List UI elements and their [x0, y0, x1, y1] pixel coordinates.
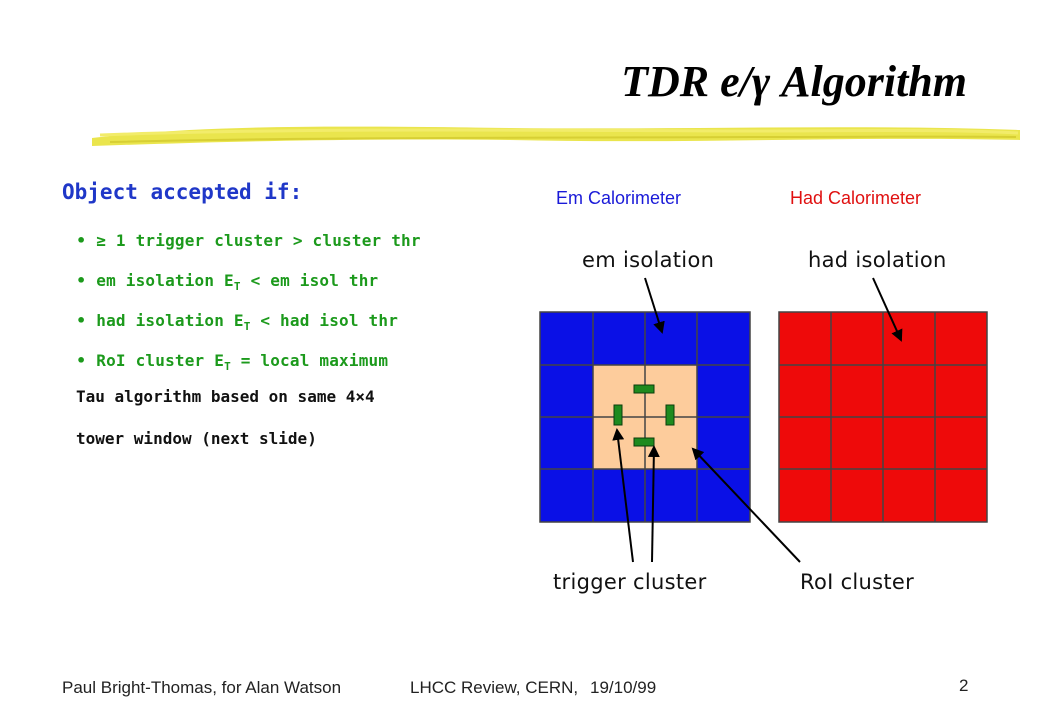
trigger-cluster-bottom [633, 437, 655, 447]
bullet-dot-icon: • [76, 351, 87, 370]
tau-note-line-1: Tau algorithm based on same 4×4 [76, 387, 375, 406]
list-item: •em isolation ET < em isol thr [76, 271, 379, 293]
list-item: •≥ 1 trigger cluster > cluster thr [76, 231, 421, 250]
list-item: •had isolation ET < had isol thr [76, 311, 399, 333]
title-underline-brush [92, 126, 1020, 146]
had-isolation-arrow [872, 277, 903, 342]
em-isolation-label: em isolation [582, 248, 715, 272]
trigger-cluster-left [613, 404, 623, 426]
em-calorimeter-grid [539, 311, 751, 523]
em-calorimeter-title: Em Calorimeter [556, 188, 682, 208]
bullet-dot-icon: • [76, 271, 87, 290]
list-item: •RoI cluster ET = local maximum [76, 351, 389, 373]
tau-note-line-2: tower window (next slide) [76, 429, 317, 448]
had-calorimeter-grid [778, 311, 988, 523]
trigger-cluster-right [665, 404, 675, 426]
footer-event: LHCC Review, CERN, [410, 678, 579, 697]
roi-cluster-arrow [691, 447, 801, 563]
em-isolation-arrow [644, 277, 665, 334]
trigger-cluster-label: trigger cluster [553, 570, 707, 594]
slide-title: TDR e/γ Algorithm [621, 57, 967, 106]
trigger-cluster-arrow-right [647, 445, 660, 563]
bullet-dot-icon: • [76, 231, 87, 250]
footer-date: 19/10/99 [590, 678, 657, 697]
criteria-list: •≥ 1 trigger cluster > cluster thr •em i… [76, 224, 421, 384]
footer-author: Paul Bright-Thomas, for Alan Watson [62, 678, 342, 697]
trigger-cluster-top [633, 384, 655, 394]
had-calorimeter-title: Had Calorimeter [790, 188, 922, 208]
trigger-cluster-arrow-left [612, 428, 634, 563]
page-number: 2 [959, 676, 969, 695]
had-isolation-label: had isolation [808, 248, 947, 272]
bullet-dot-icon: • [76, 311, 87, 330]
criteria-heading: Object accepted if: [62, 180, 303, 204]
roi-cluster-label: RoI cluster [800, 570, 915, 594]
